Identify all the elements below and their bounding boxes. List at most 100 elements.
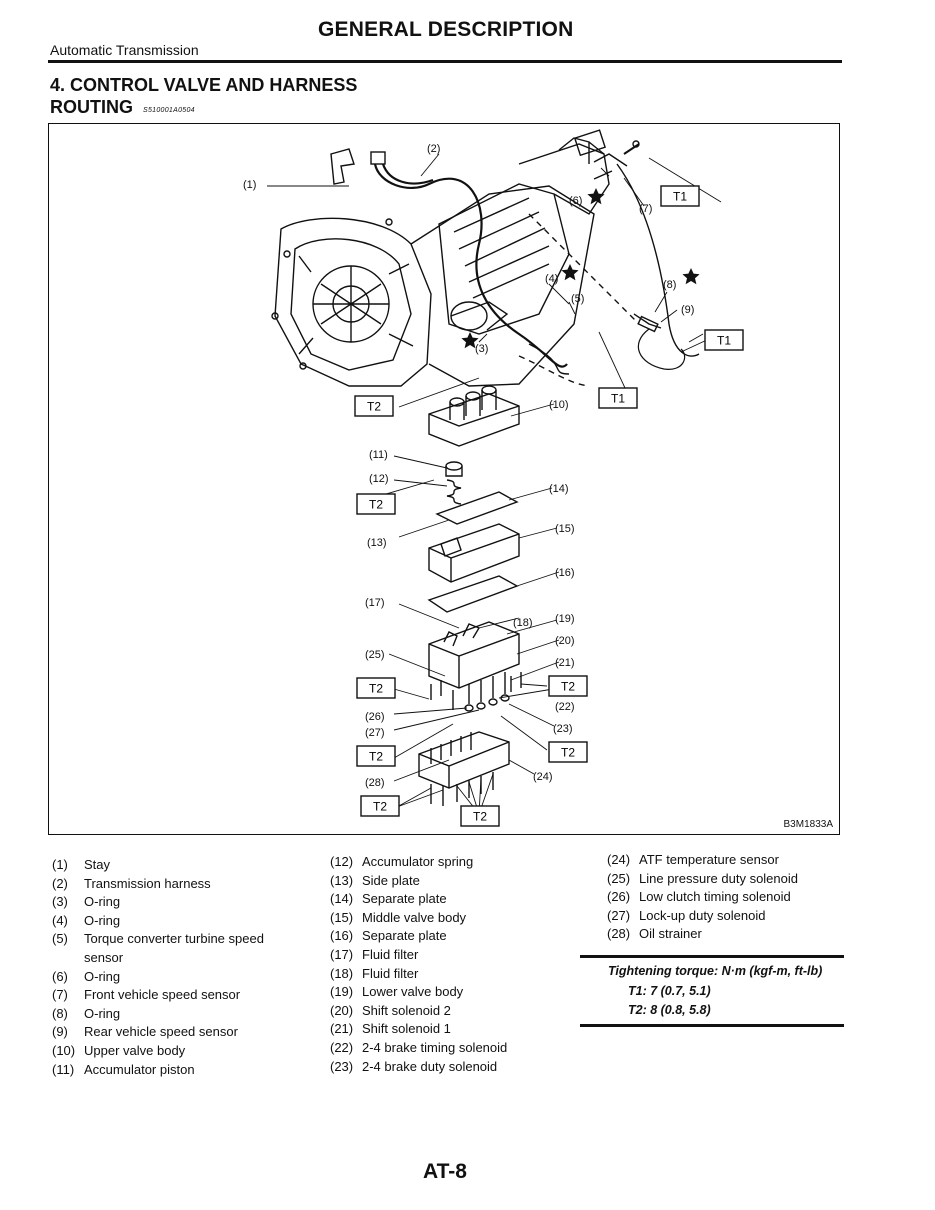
callout-label: (9) [681, 304, 694, 316]
legend-item-number: (17) [330, 946, 354, 962]
legend-item-text: Line pressure duty solenoid [639, 870, 798, 886]
legend-item-number: (5) [52, 931, 68, 947]
legend-item-text: 2-4 brake duty solenoid [362, 1058, 498, 1074]
legend-item-text: Lower valve body [362, 984, 464, 1000]
star-icon [461, 332, 479, 349]
torque-box-label: T2 [473, 810, 487, 824]
callout-label: (28) [365, 777, 385, 789]
legend-item: (26)Low clutch timing solenoid [607, 888, 857, 907]
callout-label: (4) [545, 273, 558, 285]
callout-label: (8) [663, 279, 676, 291]
legend-item: (21) Shift solenoid 1 [330, 1020, 600, 1039]
star-icon [587, 188, 605, 205]
callout-label: (13) [367, 537, 387, 549]
callout-label: (23) [553, 723, 573, 735]
legend-item-number: (19) [330, 984, 354, 1000]
legend-item-text: Low clutch timing solenoid [639, 889, 791, 905]
legend-item-text: Torque converter turbine speed [84, 931, 264, 947]
legend-item: (7)Front vehicle speed sensor [52, 986, 322, 1005]
callout-label: (22) [555, 701, 575, 713]
legend-item-text: Accumulator piston [84, 1061, 195, 1077]
legend-item: (25) Line pressure duty solenoid [607, 870, 857, 889]
page-title: GENERAL DESCRIPTION [318, 18, 574, 41]
legend-item-text: sensor [84, 949, 124, 965]
legend-item-number: (18) [330, 965, 354, 981]
torque-t1: T1: 7 (0.7, 5.1) [628, 984, 711, 998]
torque-box-t1: T1 [660, 185, 700, 207]
callout-label: (18) [513, 617, 533, 629]
torque-box-label: T2 [373, 800, 387, 814]
transmission-case-drawing [271, 129, 700, 806]
legend-item-text: Fluid filter [362, 965, 419, 981]
legend-item-number: (21) [330, 1021, 354, 1037]
callout-label: (24) [533, 771, 553, 783]
section-heading-line1: 4. CONTROL VALVE AND HARNESS [50, 75, 358, 95]
legend-item-text: Accumulator spring [362, 854, 474, 869]
legend-item-text: Shift solenoid 2 [362, 1002, 451, 1018]
leader-lines [267, 153, 722, 815]
header-rule [48, 60, 842, 63]
legend-item-number: (8) [52, 1005, 68, 1021]
torque-box-label: T1 [611, 392, 625, 406]
torque-box-label: T1 [673, 190, 687, 204]
legend-item-text: 2-4 brake timing solenoid [362, 1039, 508, 1055]
legend-item-number: (22) [330, 1039, 354, 1055]
torque-box-label: T2 [369, 498, 383, 512]
legend-item-text: Rear vehicle speed sensor [84, 1024, 238, 1040]
legend-item-number: (15) [330, 909, 354, 925]
section-code: S510001A0504 [143, 107, 195, 114]
legend-item-number: (25) [607, 870, 631, 886]
torque-box-t2: T2 [356, 493, 396, 515]
legend-item: (18) Fluid filter [330, 965, 600, 984]
legend-item-number: (24) [607, 852, 631, 867]
star-icon [682, 268, 700, 285]
legend-item-text: O-ring [84, 894, 121, 910]
legend-item-number: (11) [52, 1061, 75, 1077]
legend-item-text: Separate plate [362, 928, 447, 944]
legend-item-number: (1) [52, 857, 68, 872]
callout-label: (6) [569, 195, 582, 207]
page-number: AT-8 [423, 1160, 467, 1183]
legend-item-number: (3) [52, 894, 68, 910]
legend-item-text: Shift solenoid 1 [362, 1021, 451, 1037]
legend-item: (15) Middle valve body [330, 909, 600, 928]
legend-item-text: Middle valve body [362, 909, 467, 925]
legend-item-number: (27) [607, 907, 631, 923]
legend-item: sensor [52, 949, 322, 968]
callout-label: (10) [549, 399, 569, 411]
legend-item-number: (9) [52, 1024, 68, 1040]
callout-label: (11) [369, 449, 388, 461]
torque-box-t2: T2 [548, 675, 588, 697]
legend-item: (4)O-ring [52, 912, 322, 931]
torque-title: Tightening torque: N·m (kgf-m, ft-lb) [608, 964, 823, 978]
legend-item-number: (14) [330, 891, 354, 907]
torque-rule-top [580, 955, 844, 958]
callout-label: (15) [555, 523, 575, 535]
legend-item-text: Stay [84, 857, 111, 872]
legend-item-number: (23) [330, 1058, 354, 1074]
callout-label: (5) [571, 293, 584, 305]
legend-item-number: (7) [52, 987, 68, 1003]
torque-box-label: T2 [561, 746, 575, 760]
legend-item: (10)Upper valve body [52, 1042, 322, 1061]
legend-item-number [52, 949, 84, 968]
legend-item-text: O-ring [84, 1005, 121, 1021]
legend-item-number: (2) [52, 875, 68, 891]
callout-labels: (1)(2)(3)(4)(5)(6)(7)(8)(9)(10)(11)(12)(… [243, 143, 694, 789]
legend-item: (1) Stay [52, 856, 322, 875]
legend-item-number: (16) [330, 928, 354, 944]
callout-label: (21) [555, 657, 575, 669]
legend-column-2: (12)Accumulator spring(13)Side plate(14)… [330, 853, 600, 1076]
legend-item: (12)Accumulator spring [330, 853, 600, 872]
callout-label: (1) [243, 179, 256, 191]
legend-column-3: (24)ATF temperature sensor(25)Line press… [607, 851, 857, 944]
legend-item-text: Upper valve body [84, 1042, 186, 1058]
legend-item: (27) Lock-up duty solenoid [607, 907, 857, 926]
legend-item-text: Lock-up duty solenoid [639, 907, 766, 923]
legend-item-number: (4) [52, 912, 68, 928]
section-heading: 4. CONTROL VALVE AND HARNESS ROUTING [50, 74, 357, 118]
legend-item-text: O-ring [84, 968, 121, 984]
callout-label: (17) [365, 597, 385, 609]
torque-box-t1: T1 [598, 387, 638, 409]
